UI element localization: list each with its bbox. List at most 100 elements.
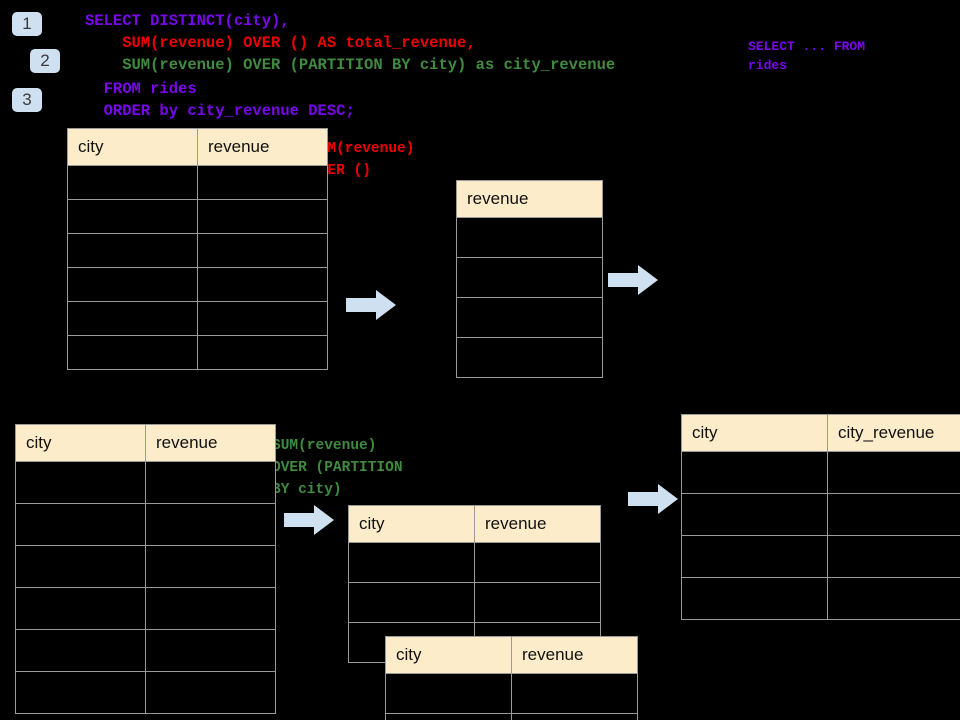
- cell-city: [67, 267, 198, 302]
- table-row: [67, 335, 328, 370]
- table-row: [67, 165, 328, 200]
- column-header-city: city: [681, 414, 828, 452]
- table-row: [15, 545, 276, 588]
- table-row: [456, 297, 603, 338]
- table-row: [67, 267, 328, 302]
- cell-revenue: [197, 233, 328, 268]
- cell-revenue: [145, 461, 276, 504]
- cell-city: [385, 673, 512, 714]
- table-row: [681, 493, 960, 536]
- arrow-partition-to-result: [628, 484, 678, 514]
- column-header-revenue: revenue: [511, 636, 638, 674]
- cell-city-revenue: [827, 493, 960, 536]
- cell-city: [15, 461, 146, 504]
- sql-line-select: SELECT DISTINCT(city),: [85, 12, 290, 30]
- cell-revenue: [456, 297, 603, 338]
- cell-revenue: [197, 301, 328, 336]
- table-row: [456, 337, 603, 378]
- table-row: [67, 199, 328, 234]
- cell-city: [15, 503, 146, 546]
- table-source-top: city revenue: [67, 128, 328, 370]
- step-badge-3[interactable]: 3: [12, 88, 42, 112]
- cell-revenue: [511, 673, 638, 714]
- cell-revenue: [145, 587, 276, 630]
- annotation-over-partition: SUM(revenue) OVER (PARTITION BY city): [272, 438, 403, 498]
- cell-revenue: [474, 542, 601, 583]
- cell-city: [67, 199, 198, 234]
- table-header-row: city revenue: [385, 636, 638, 674]
- cell-city: [67, 165, 198, 200]
- column-header-city-revenue: city_revenue: [827, 414, 960, 452]
- cell-city-revenue: [827, 451, 960, 494]
- table-header-row: city revenue: [15, 424, 276, 462]
- column-header-city: city: [67, 128, 198, 166]
- cell-city: [67, 233, 198, 268]
- column-header-revenue: revenue: [145, 424, 276, 462]
- cell-city: [681, 451, 828, 494]
- table-source-bottom: city revenue: [15, 424, 276, 714]
- cell-city: [15, 587, 146, 630]
- step-badge-2[interactable]: 2: [30, 49, 60, 73]
- cell-revenue: [474, 582, 601, 623]
- cell-revenue: [197, 335, 328, 370]
- cell-revenue: [145, 503, 276, 546]
- cell-city-revenue: [827, 535, 960, 578]
- table-row: [348, 542, 601, 583]
- cell-city: [348, 542, 475, 583]
- column-header-city: city: [348, 505, 475, 543]
- column-header-revenue: revenue: [197, 128, 328, 166]
- step-badge-1[interactable]: 1: [12, 12, 42, 36]
- arrow-total-to-result: [608, 265, 658, 295]
- table-row: [348, 582, 601, 623]
- sql-line-city-revenue: SUM(revenue) OVER (PARTITION BY city) as…: [85, 56, 616, 74]
- cell-city: [15, 671, 146, 714]
- table-header-row: city revenue: [348, 505, 601, 543]
- table-row: [15, 503, 276, 546]
- cell-city: [67, 335, 198, 370]
- table-header-row: city city_revenue: [681, 414, 960, 452]
- sql-line-from: FROM rides: [85, 80, 197, 98]
- cell-revenue: [456, 217, 603, 258]
- table-partition-front: city revenue: [385, 636, 638, 720]
- cell-revenue: [456, 257, 603, 298]
- table-row: [681, 577, 960, 620]
- column-header-city: city: [385, 636, 512, 674]
- sql-line-order-by: ORDER by city_revenue DESC;: [85, 102, 355, 120]
- cell-city: [681, 493, 828, 536]
- arrow-source-to-total: [346, 290, 396, 320]
- sql-line-total-revenue: SUM(revenue) OVER () AS total_revenue,: [85, 34, 476, 52]
- table-row: [681, 535, 960, 578]
- cell-revenue: [145, 671, 276, 714]
- table-row: [456, 217, 603, 258]
- cell-city: [15, 545, 146, 588]
- cell-revenue: [197, 165, 328, 200]
- table-row: [67, 233, 328, 268]
- cell-city: [681, 535, 828, 578]
- cell-revenue: [197, 199, 328, 234]
- cell-city: [67, 301, 198, 336]
- table-header-row: city revenue: [67, 128, 328, 166]
- table-partition-back: city revenue: [348, 505, 601, 663]
- table-row: [15, 629, 276, 672]
- callout-select-from-rides: SELECT ... FROM rides: [748, 39, 866, 73]
- cell-city: [385, 713, 512, 720]
- column-header-revenue: revenue: [474, 505, 601, 543]
- cell-revenue: [456, 337, 603, 378]
- table-total-revenue: revenue: [456, 180, 603, 378]
- table-row: [15, 587, 276, 630]
- cell-revenue: [197, 267, 328, 302]
- table-row: [67, 301, 328, 336]
- table-row: [385, 713, 638, 720]
- cell-city: [348, 582, 475, 623]
- table-row: [15, 461, 276, 504]
- table-row: [681, 451, 960, 494]
- column-header-revenue: revenue: [456, 180, 603, 218]
- table-row: [456, 257, 603, 298]
- cell-revenue: [511, 713, 638, 720]
- table-row: [15, 671, 276, 714]
- table-header-row: revenue: [456, 180, 603, 218]
- arrow-source-to-partition: [284, 505, 334, 535]
- cell-city-revenue: [827, 577, 960, 620]
- cell-revenue: [145, 545, 276, 588]
